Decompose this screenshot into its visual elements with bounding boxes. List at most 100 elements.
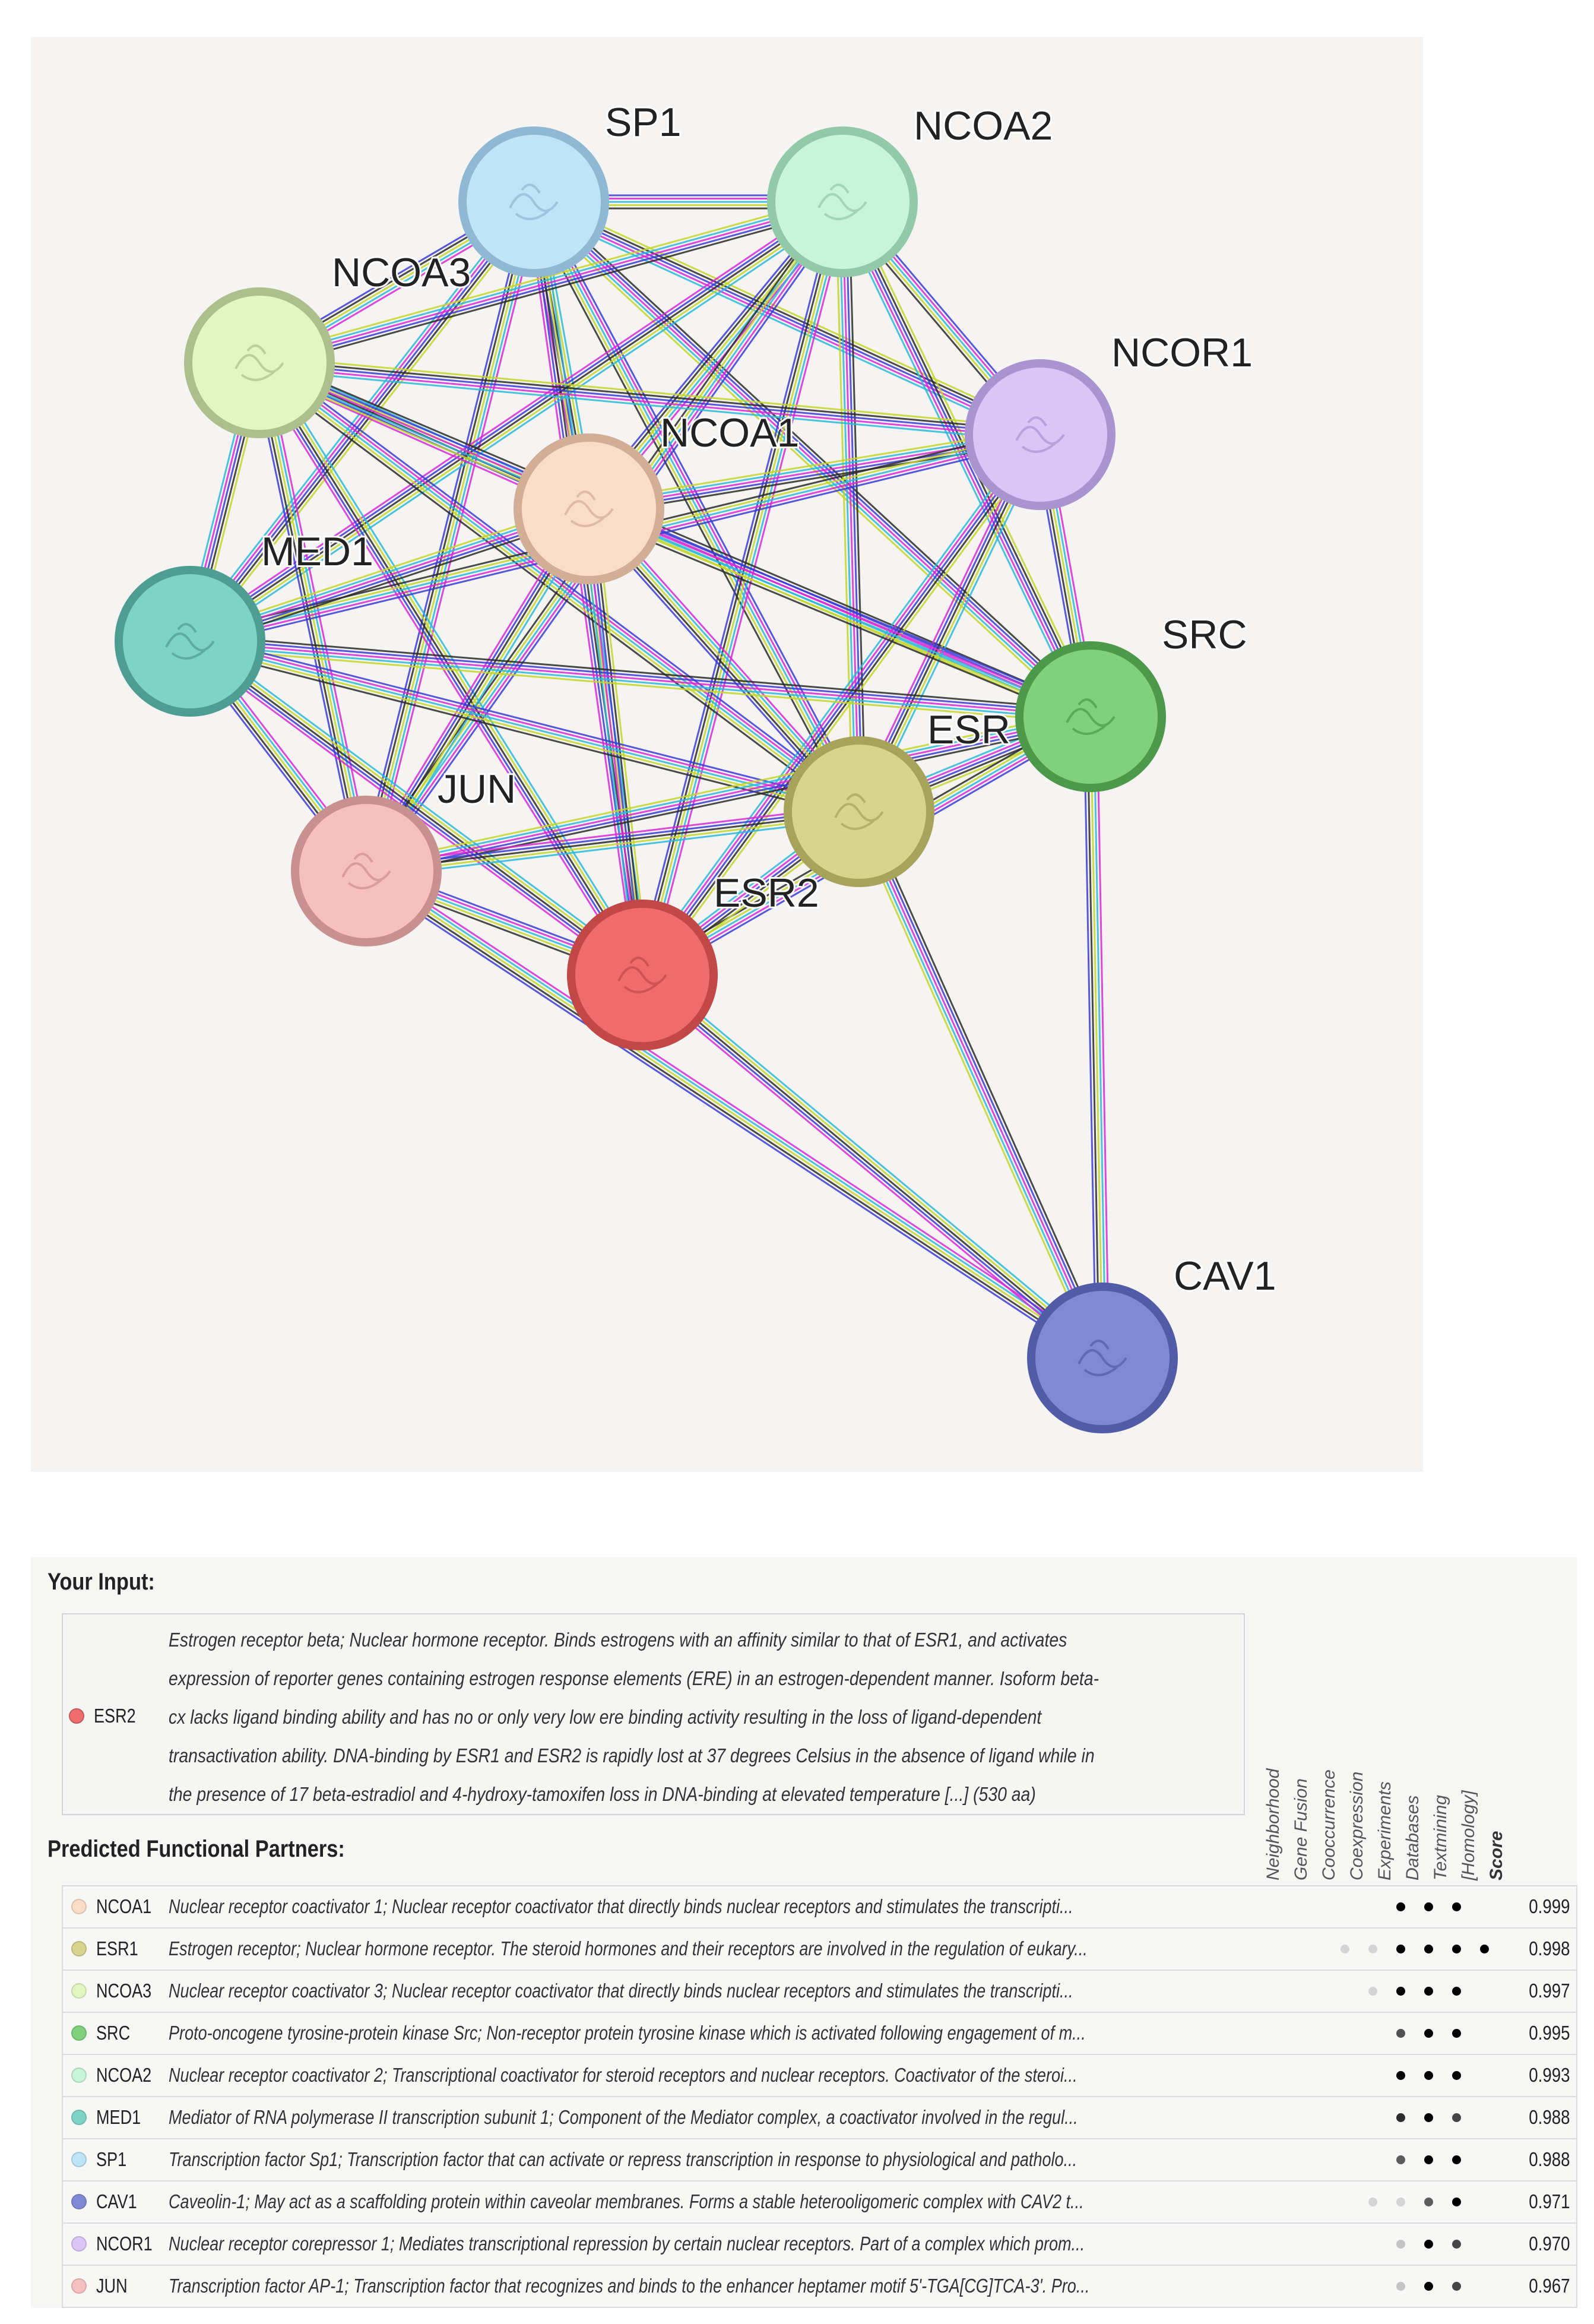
edge-JUN-CAV1[interactable] <box>362 865 1107 1364</box>
edge-NCOA3-SRC[interactable] <box>256 356 1094 724</box>
edge-SP1-NCOR1[interactable] <box>530 195 1044 442</box>
edge-strand <box>191 634 861 806</box>
edge-NCOA3-NCOR1[interactable] <box>258 355 1041 442</box>
node-med1[interactable] <box>115 566 265 717</box>
node-esr2[interactable] <box>567 900 718 1050</box>
evidence-dot <box>1452 2282 1461 2291</box>
edge-strand <box>841 201 860 812</box>
edge-strand <box>194 205 540 646</box>
partner-gene-name[interactable]: JUN <box>96 2275 128 2297</box>
edge-strand <box>588 430 1040 507</box>
partner-score: 0.998 <box>1529 1937 1570 1959</box>
gene-color-dot <box>71 2067 87 2083</box>
evidence-header-neighborhood[interactable]: Neighborhood <box>1263 1768 1283 1880</box>
edge-MED1-SRC[interactable] <box>189 634 1092 724</box>
gene-color-dot <box>71 2278 87 2294</box>
evidence-dot <box>1424 2282 1433 2291</box>
edge-SP1-MED1[interactable] <box>184 197 540 646</box>
partner-description: Transcription factor Sp1; Transcription … <box>169 2148 1078 2170</box>
evidence-header-databases[interactable]: Databases <box>1403 1795 1422 1880</box>
node-ncoa1[interactable] <box>514 433 664 584</box>
evidence-header-textmining[interactable]: Textmining <box>1431 1795 1450 1880</box>
edge-strand <box>362 875 1099 1364</box>
protein-structure-icon <box>509 183 559 220</box>
edge-strand <box>1089 716 1104 1359</box>
node-sp1[interactable] <box>458 126 609 277</box>
edge-strand <box>265 361 374 870</box>
evidence-header-coexpression[interactable]: Coexpression <box>1347 1771 1367 1880</box>
evidence-dot <box>1452 1987 1461 1996</box>
node-label-ncoa3: NCOA3 <box>332 250 471 295</box>
partner-gene-name[interactable]: CAV1 <box>96 2190 137 2212</box>
edge-SRC-CAV1[interactable] <box>1083 716 1110 1359</box>
edge-NCOA3-JUN[interactable] <box>252 361 374 873</box>
edge-NCOA2-ESR2[interactable] <box>635 200 850 977</box>
edge-strand <box>587 511 1090 721</box>
partner-gene-name[interactable]: SP1 <box>96 2148 127 2170</box>
node-cav1[interactable] <box>1027 1283 1178 1433</box>
partner-gene-name[interactable]: ESR1 <box>96 1937 138 1959</box>
edge-strand <box>848 201 867 812</box>
evidence-dot <box>1396 1902 1405 1911</box>
edge-SP1-SRC[interactable] <box>528 196 1096 723</box>
input-card: ESR2 Estrogen receptor beta; Nuclear hor… <box>62 1613 1245 1815</box>
evidence-dot <box>1424 2198 1433 2206</box>
edge-strand <box>189 640 643 976</box>
edge-strand <box>647 438 1047 980</box>
evidence-dot <box>1424 1902 1433 1911</box>
edge-strand <box>1083 717 1097 1359</box>
edge-SRC-JUN[interactable] <box>365 709 1092 879</box>
partner-row-sp1[interactable]: SP1 Transcription factor Sp1; Transcripti… <box>62 2139 1577 2181</box>
evidence-header-cooccurrence[interactable]: Cooccurrence <box>1319 1769 1339 1880</box>
edge-strand <box>366 718 1092 875</box>
edge-NCOA2-ESR1[interactable] <box>835 201 867 812</box>
edge-strand <box>588 508 1091 718</box>
partner-gene-name[interactable]: NCOA2 <box>96 2064 152 2086</box>
edge-strand <box>532 204 1040 439</box>
node-jun[interactable] <box>291 796 442 946</box>
node-ncor1[interactable] <box>965 359 1116 510</box>
input-gene-name[interactable]: ESR2 <box>94 1705 136 1727</box>
node-ncoa2[interactable] <box>767 126 918 277</box>
partner-gene-name[interactable]: SRC <box>96 2022 131 2044</box>
edge-strand <box>258 198 842 361</box>
edge-ESR1-CAV1[interactable] <box>852 808 1110 1362</box>
edge-SP1-JUN[interactable] <box>359 200 541 873</box>
partner-gene-name[interactable]: NCOA3 <box>96 1980 152 2002</box>
edge-NCOA3-ESR1[interactable] <box>255 356 864 818</box>
edge-NCOA2-NCOA3[interactable] <box>257 194 845 371</box>
evidence-dot <box>1368 1987 1377 1996</box>
edge-strand <box>189 640 1091 718</box>
edge-strand <box>639 977 1101 1362</box>
edge-SP1-ESR1[interactable] <box>527 198 866 815</box>
edge-strand <box>861 810 1107 1357</box>
edge-ESR2-CAV1[interactable] <box>638 969 1107 1364</box>
node-src[interactable] <box>1015 641 1166 792</box>
partner-gene-name[interactable]: NCOA1 <box>96 1895 152 1917</box>
description-line: expression of reporter genes containing … <box>169 1667 1099 1689</box>
evidence-header-experiments[interactable]: Experiments <box>1375 1781 1395 1880</box>
node-esr1[interactable] <box>784 736 934 887</box>
node-ncoa3[interactable] <box>184 287 335 438</box>
edge-strand <box>635 200 837 974</box>
edge-strand <box>260 359 1092 715</box>
evidence-header-homology[interactable]: [Homology] <box>1459 1790 1478 1880</box>
node-label-esr1: ESR <box>927 707 1010 752</box>
partner-gene-name[interactable]: MED1 <box>96 2106 141 2128</box>
edge-NCOA1-SRC[interactable] <box>586 502 1094 724</box>
edge-ESR1-JUN[interactable] <box>365 804 860 879</box>
partner-gene-name[interactable]: NCOR1 <box>96 2233 153 2255</box>
edge-strand <box>365 713 1091 869</box>
evidence-header-genefusion[interactable]: Gene Fusion <box>1291 1778 1311 1880</box>
evidence-header-score[interactable]: Score <box>1487 1831 1506 1880</box>
